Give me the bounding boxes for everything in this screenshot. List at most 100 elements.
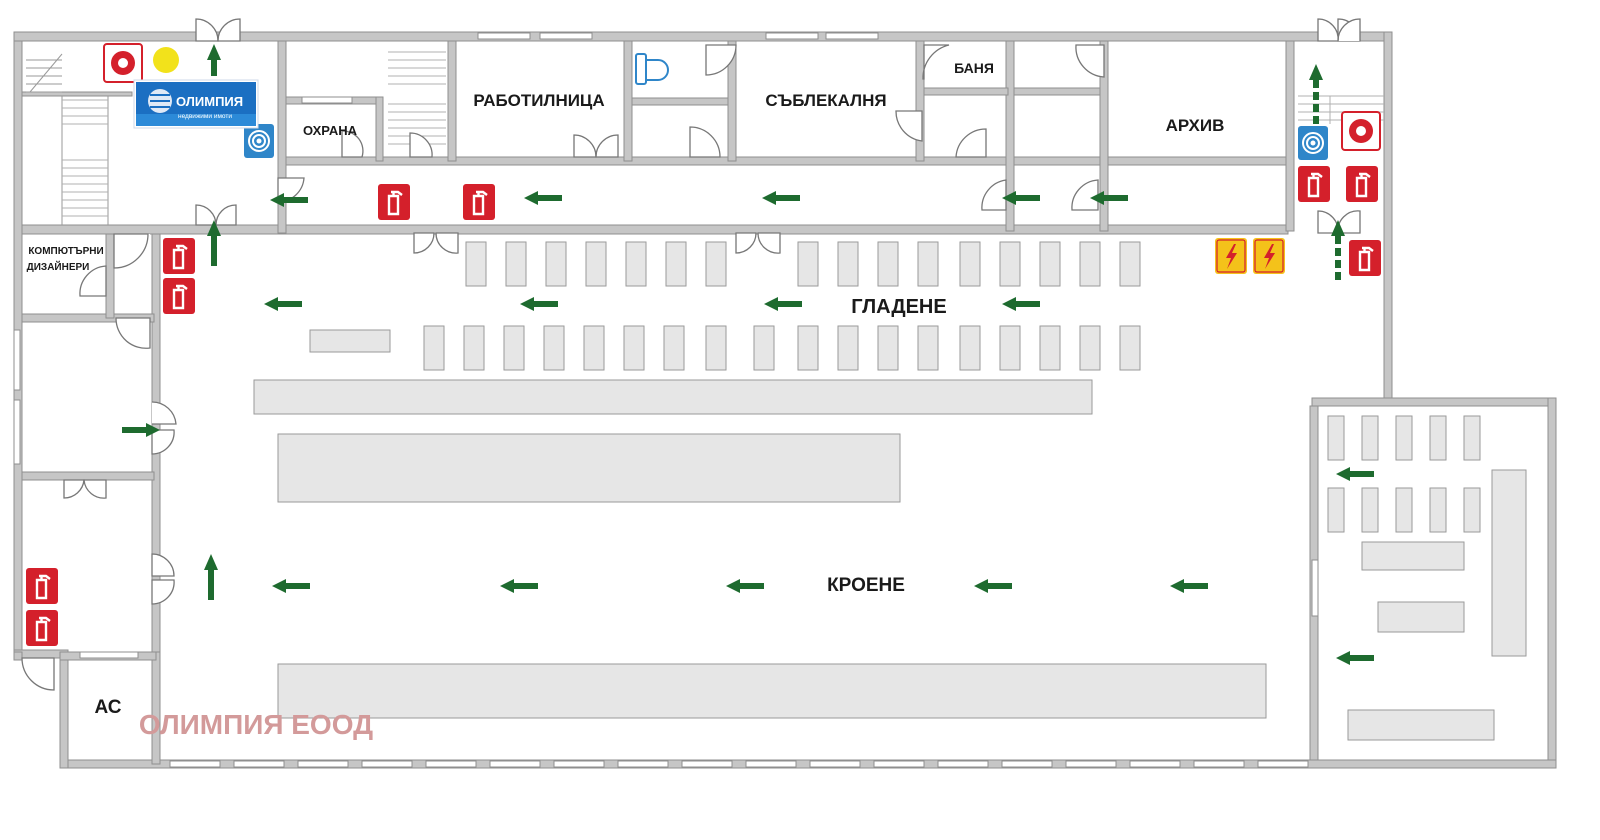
sewing-machine bbox=[1395, 487, 1413, 533]
door-swing-icon bbox=[895, 110, 923, 142]
toilet-icon bbox=[635, 53, 669, 85]
sewing-machine bbox=[1429, 415, 1447, 461]
door-swing-icon bbox=[83, 479, 107, 499]
ironing-board bbox=[797, 325, 819, 371]
ironing-board bbox=[463, 325, 485, 371]
door-swing-icon bbox=[151, 579, 175, 605]
ironing-board bbox=[797, 241, 819, 287]
room-label-archive: АРХИВ bbox=[1166, 116, 1225, 135]
ironing-board bbox=[1079, 241, 1101, 287]
evacuation-arrow-icon bbox=[974, 579, 1012, 593]
sewing-machine bbox=[1361, 487, 1379, 533]
door-swing-icon bbox=[955, 128, 987, 158]
ironing-board bbox=[625, 241, 647, 287]
evacuation-arrow-icon bbox=[272, 579, 310, 593]
door-swing-icon bbox=[151, 429, 175, 455]
ironing-board bbox=[1039, 325, 1061, 371]
ironing-board bbox=[999, 241, 1021, 287]
ironing-board bbox=[663, 325, 685, 371]
evacuation-arrow-icon bbox=[762, 191, 800, 205]
logo-text: ОЛИМПИЯ bbox=[176, 94, 243, 109]
door-swing-icon bbox=[21, 657, 55, 691]
door-swing-icon bbox=[735, 232, 757, 254]
warning-light-icon bbox=[153, 47, 179, 73]
ironing-board bbox=[1039, 241, 1061, 287]
fire-alarm-icon bbox=[103, 43, 143, 83]
door-swing-icon bbox=[115, 317, 151, 349]
ironing-board bbox=[917, 241, 939, 287]
watermark: ОЛИМПИЯ ЕООД bbox=[139, 709, 373, 740]
room-label-bathroom: БАНЯ bbox=[954, 60, 994, 76]
door-swing-icon bbox=[435, 232, 459, 254]
sewing-machine bbox=[1327, 415, 1345, 461]
door-swing-icon bbox=[63, 479, 85, 499]
fire-extinguisher-icon bbox=[461, 182, 497, 222]
ironing-board bbox=[705, 325, 727, 371]
ironing-board bbox=[465, 241, 487, 287]
fire-hose-icon bbox=[243, 123, 275, 159]
cutting-table bbox=[277, 663, 1267, 719]
sewing-machine bbox=[1463, 415, 1481, 461]
ironing-board bbox=[917, 325, 939, 371]
ironing-board bbox=[837, 325, 859, 371]
ironing-board bbox=[545, 241, 567, 287]
door-swing-icon bbox=[409, 132, 433, 158]
fire-extinguisher-icon bbox=[24, 566, 60, 606]
ironing-board bbox=[1079, 325, 1101, 371]
electrical-hazard-icon bbox=[1214, 237, 1248, 275]
fire-hose-icon bbox=[1297, 125, 1329, 161]
work-table bbox=[1347, 709, 1495, 741]
fire-extinguisher-icon bbox=[1347, 238, 1383, 278]
ironing-board bbox=[585, 241, 607, 287]
fire-extinguisher-icon bbox=[24, 608, 60, 648]
fire-extinguisher-icon bbox=[161, 236, 197, 276]
staircase-left-lower bbox=[62, 99, 108, 217]
door-swing-icon bbox=[151, 401, 177, 425]
ironing-board bbox=[543, 325, 565, 371]
zone-label-cutting: КРОЕНЕ bbox=[827, 575, 905, 596]
ironing-board bbox=[705, 241, 727, 287]
door-swing-icon bbox=[1317, 18, 1339, 42]
ironing-board bbox=[877, 241, 899, 287]
company-logo: ОЛИМПИЯ недвижими имоти bbox=[133, 79, 259, 129]
door-swing-icon bbox=[79, 265, 107, 297]
ironing-board bbox=[1119, 241, 1141, 287]
door-swing-icon bbox=[217, 18, 241, 42]
evacuation-arrows bbox=[264, 191, 1374, 665]
room-label-designers-1: КОМПЮТЪРНИ bbox=[28, 246, 103, 257]
evacuation-arrow-icon bbox=[264, 297, 302, 311]
ironing-board bbox=[665, 241, 687, 287]
door-swing-icon bbox=[922, 44, 950, 80]
door-swing-icon bbox=[757, 232, 781, 254]
fire-extinguisher-icon bbox=[1344, 164, 1380, 204]
door-swing-icon bbox=[151, 553, 175, 577]
room-label-workshop: РАБОТИЛНИЦА bbox=[473, 91, 604, 110]
fire-extinguisher-icon bbox=[161, 276, 197, 316]
door-swing-icon bbox=[573, 134, 597, 158]
door-swing-icon bbox=[195, 204, 217, 226]
sewing-machine bbox=[1361, 415, 1379, 461]
work-table bbox=[1377, 601, 1465, 633]
door-swing-icon bbox=[113, 233, 149, 269]
fire-alarm-icon bbox=[1341, 111, 1381, 151]
evacuation-arrow-icon bbox=[1336, 651, 1374, 665]
evacuation-arrow-icon bbox=[1336, 467, 1374, 481]
walls bbox=[13, 31, 1557, 769]
room-label-security: ОХРАНА bbox=[303, 123, 358, 138]
workstations bbox=[253, 241, 1527, 741]
room-label-changing-room: СЪБЛЕКАЛНЯ bbox=[765, 91, 886, 110]
cutting-table bbox=[277, 433, 901, 503]
evacuation-arrow-icon bbox=[520, 297, 558, 311]
zone-label-ironing: ГЛАДЕНЕ bbox=[851, 296, 946, 318]
staircase-left bbox=[26, 53, 109, 225]
windows bbox=[13, 32, 1319, 768]
evacuation-arrow-icon bbox=[726, 579, 764, 593]
door-swing-icon bbox=[595, 134, 619, 158]
sewing-machine bbox=[1463, 487, 1481, 533]
door-swing-icon bbox=[413, 232, 435, 254]
storage-rack bbox=[1491, 469, 1527, 657]
door-swing-icon bbox=[981, 179, 1007, 211]
logo-tagline: недвижими имоти bbox=[178, 113, 232, 120]
door-swing-icon bbox=[195, 18, 219, 42]
